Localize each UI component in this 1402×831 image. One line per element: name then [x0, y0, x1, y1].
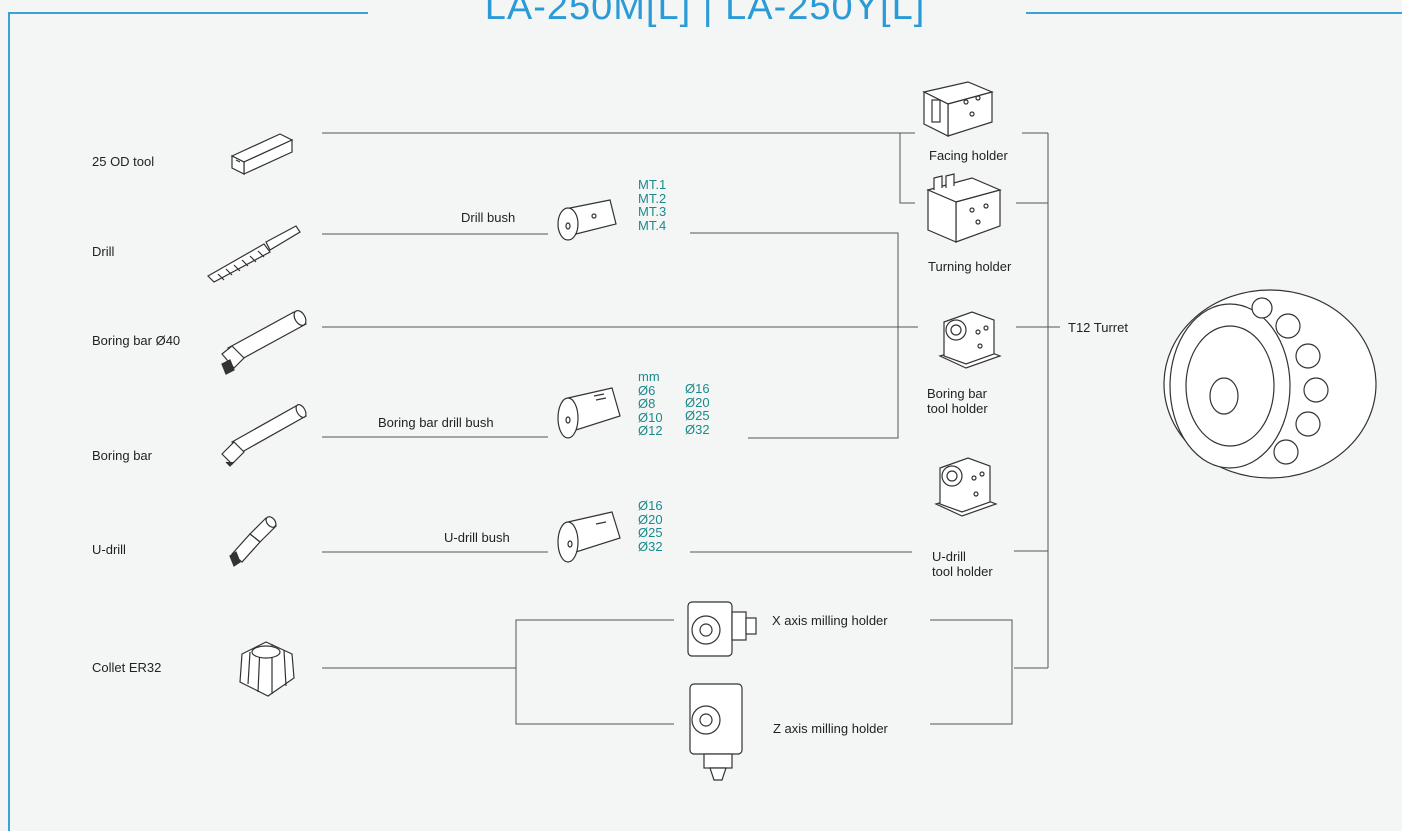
boring-bush-specs-col2: Ø16 Ø20 Ø25 Ø32 [685, 382, 710, 436]
u-drill-bush-label: U-drill bush [444, 530, 510, 545]
spec-u25: Ø25 [638, 525, 663, 540]
boring-bar-icon [221, 404, 307, 467]
drill-bush-icon [557, 199, 617, 241]
spec-d10: Ø10 [638, 409, 663, 425]
spec-d8: Ø8 [638, 396, 656, 411]
spec-d20: Ø20 [685, 394, 710, 410]
facing-holder-icon [922, 81, 994, 137]
boring-bush-icon [557, 387, 621, 439]
turret-label: T12 Turret [1068, 320, 1128, 335]
drill-bush-label: Drill bush [461, 210, 516, 225]
u-drill-bush-specs: Ø16 Ø20 Ø25 Ø32 [638, 499, 663, 553]
tool-label-od: 25 OD tool [92, 154, 155, 169]
frame-left-border [8, 12, 10, 831]
frame-top-right-border [1026, 12, 1402, 14]
spec-u32: Ø32 [638, 538, 663, 554]
spec-mt3: MT.3 [638, 204, 667, 219]
tool-label-boring-bar: Boring bar [92, 448, 152, 463]
spec-d32: Ø32 [685, 421, 710, 437]
drill-bush-specs: MT.1 MT.2 MT.3 MT.4 [638, 178, 666, 232]
boring-holder-label-line1: Boring bar [927, 386, 987, 401]
u-drill-bush-icon [557, 511, 621, 563]
z-milling-holder-icon [689, 683, 743, 781]
tool-label-u-drill: U-drill [92, 542, 126, 557]
od-tool-icon [230, 133, 294, 175]
spec-d25: Ø25 [685, 408, 710, 423]
x-milling-holder-icon [687, 601, 757, 657]
spec-mt4: MT.4 [638, 217, 667, 233]
boring-bush-specs-col1: mm Ø6 Ø8 Ø10 Ø12 [638, 370, 663, 438]
collet-icon [239, 641, 295, 697]
tool-label-boring-bar-40: Boring bar Ø40 [92, 333, 181, 348]
turning-holder-icon [926, 173, 1002, 243]
frame-top-left-border [8, 12, 368, 14]
facing-holder-label: Facing holder [929, 148, 1008, 163]
u-drill-holder-icon [934, 457, 998, 517]
boring-bush-label: Boring bar drill bush [378, 415, 494, 430]
z-milling-holder-label: Z axis milling holder [773, 721, 888, 736]
x-milling-holder-label: X axis milling holder [772, 613, 888, 628]
drill-icon [207, 225, 301, 283]
boring-holder-icon [938, 311, 1002, 369]
u-drill-holder-label-line1: U-drill [932, 549, 966, 564]
spec-u16: Ø16 [638, 498, 663, 513]
u-drill-icon [229, 516, 277, 567]
spec-mt2: MT.2 [638, 190, 667, 206]
spec-d16: Ø16 [685, 381, 710, 396]
boring-bar-40-icon [221, 310, 307, 375]
boring-holder-label-line2: tool holder [927, 401, 988, 416]
spec-u20: Ø20 [638, 511, 663, 527]
spec-d6: Ø6 [638, 382, 656, 398]
page-title: LA-250M[L] | LA-250Y[L] [484, 0, 926, 28]
t12-turret-icon [1163, 289, 1377, 479]
tool-label-collet: Collet ER32 [92, 660, 162, 675]
turning-holder-label: Turning holder [928, 259, 1012, 274]
u-drill-holder-label-line2: tool holder [932, 564, 993, 579]
spec-mm: mm [638, 369, 660, 384]
spec-mt1: MT.1 [638, 177, 667, 192]
spec-d12: Ø12 [638, 423, 663, 438]
tool-label-drill: Drill [92, 244, 115, 259]
